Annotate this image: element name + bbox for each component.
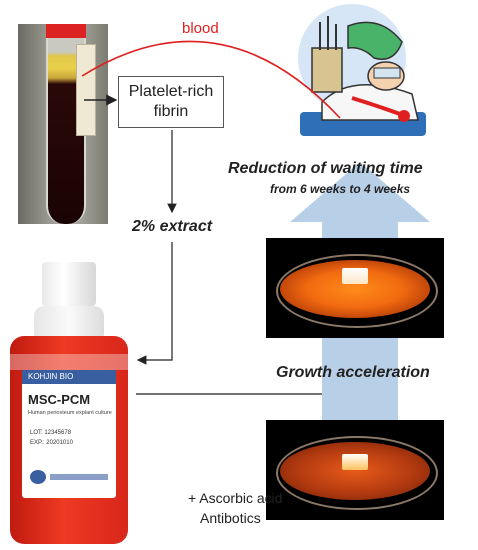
- culture-medium-bottle: KOHJIN BIO MSC-PCM Human periosteum expl…: [4, 258, 134, 550]
- dish-rim: [276, 436, 438, 510]
- bottle-cap: [42, 262, 96, 306]
- bottle-product-subtitle: Human periosteum explant culture: [28, 410, 112, 416]
- petri-dish-initial: [266, 420, 444, 520]
- extract-label: 2% extract: [132, 218, 213, 235]
- blood-tube-photo: [18, 24, 108, 224]
- additive-label: + Ascorbic acid Antibotics: [188, 488, 283, 528]
- explant-cube: [342, 454, 368, 470]
- patient-illustration: [298, 4, 426, 136]
- additive-line2: Antibotics: [200, 510, 261, 526]
- extract-to-bottle-arrow: [136, 242, 173, 365]
- bottle-exp: EXP.: 20201010: [30, 440, 73, 446]
- dish-rim: [276, 254, 438, 328]
- bottle-band: [10, 354, 128, 370]
- dish-medium: [280, 442, 430, 500]
- bottle-lot: LOT: 12345678: [30, 430, 72, 436]
- bottle-product-name: MSC-PCM: [28, 392, 91, 407]
- tube-cap: [46, 24, 86, 38]
- explant-cube: [342, 268, 368, 284]
- bottle-label-footer: [50, 474, 108, 480]
- platelet-rich-fibrin-box: Platelet-rich fibrin: [118, 76, 224, 128]
- prf-line1: Platelet-rich: [128, 83, 214, 100]
- bottle-neck: [34, 306, 104, 338]
- additive-line1: + Ascorbic acid: [188, 490, 283, 506]
- tube-label: [76, 44, 96, 136]
- waiting-time-title: Reduction of waiting time: [228, 160, 423, 177]
- growth-acceleration-label: Growth acceleration: [276, 364, 430, 381]
- brand-logo-icon: [30, 470, 46, 484]
- prf-line2: fibrin: [153, 103, 189, 120]
- petri-dish-accelerated: [266, 238, 444, 338]
- blood-label: blood: [182, 20, 219, 37]
- waiting-time-subtitle: from 6 weeks to 4 weeks: [270, 182, 411, 196]
- bottle-label: KOHJIN BIO MSC-PCM Human periosteum expl…: [22, 370, 116, 498]
- bottle-brand: KOHJIN BIO: [22, 370, 116, 384]
